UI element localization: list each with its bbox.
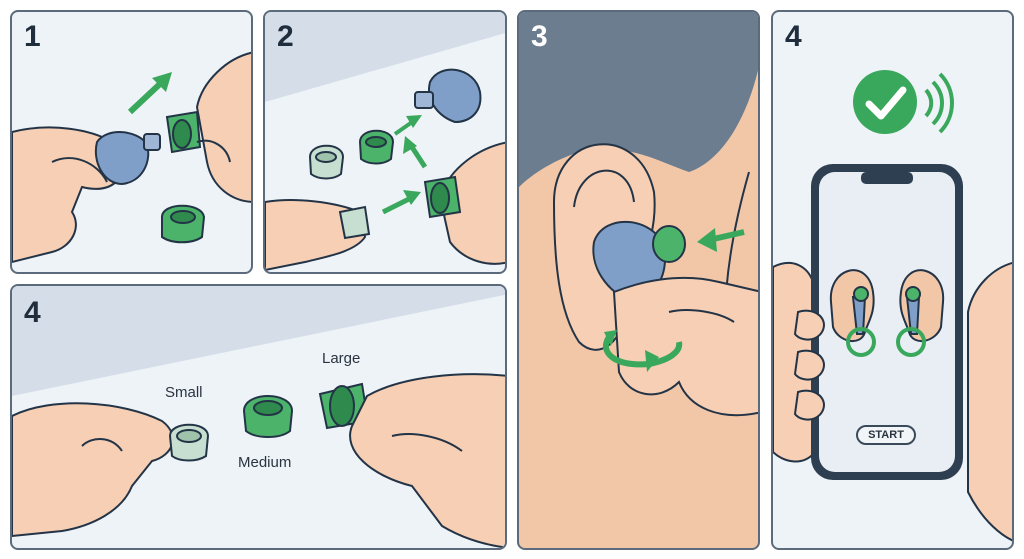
ear-tip-icon [165,110,202,154]
step-number: 2 [277,20,294,53]
ear-tip-large-icon [423,175,462,219]
step-number: 4 [785,20,802,53]
ear-tip-medium-icon [358,129,395,165]
step-number: 3 [531,20,548,53]
arrow-icon [381,115,428,215]
tip-sizes-illustration [12,286,505,548]
step-number: 1 [24,20,41,53]
size-label-medium: Medium [238,454,292,471]
phone [811,164,963,480]
arrow-icon [697,228,745,252]
earbud-icon [94,131,161,186]
hair [519,12,758,187]
rotate-arrow-icon [603,330,683,372]
start-button[interactable]: START [856,425,916,445]
panel-step-3: 3 [517,10,760,550]
ear-tip-small-icon [168,423,210,462]
step-number: 4 [24,296,41,329]
left-ear-icon [829,269,876,357]
step-4-illustration [773,70,1012,542]
check-icon [853,70,917,134]
panel-step-4-tip-sizes: 4 Small Medium Large [10,284,507,550]
ear-tip-small-icon [338,205,371,240]
panel-step-4-app: 4 [771,10,1014,550]
ear-tip-light-icon [308,144,345,180]
panel-step-2: 2 [263,10,507,274]
arrow-icon [127,72,172,115]
step-3-illustration [519,12,758,417]
earbud-icon [414,68,482,124]
step-2-illustration [265,12,505,272]
spare-ear-tip-icon [161,204,206,244]
signal-icon [924,72,954,134]
right-ear-icon [896,269,945,357]
size-label-large: Large [322,350,361,367]
panel-step-1: 1 [10,10,253,274]
ear-tip-medium-icon [242,395,294,438]
step-1-illustration [12,51,251,264]
size-label-small: Small [165,384,203,401]
